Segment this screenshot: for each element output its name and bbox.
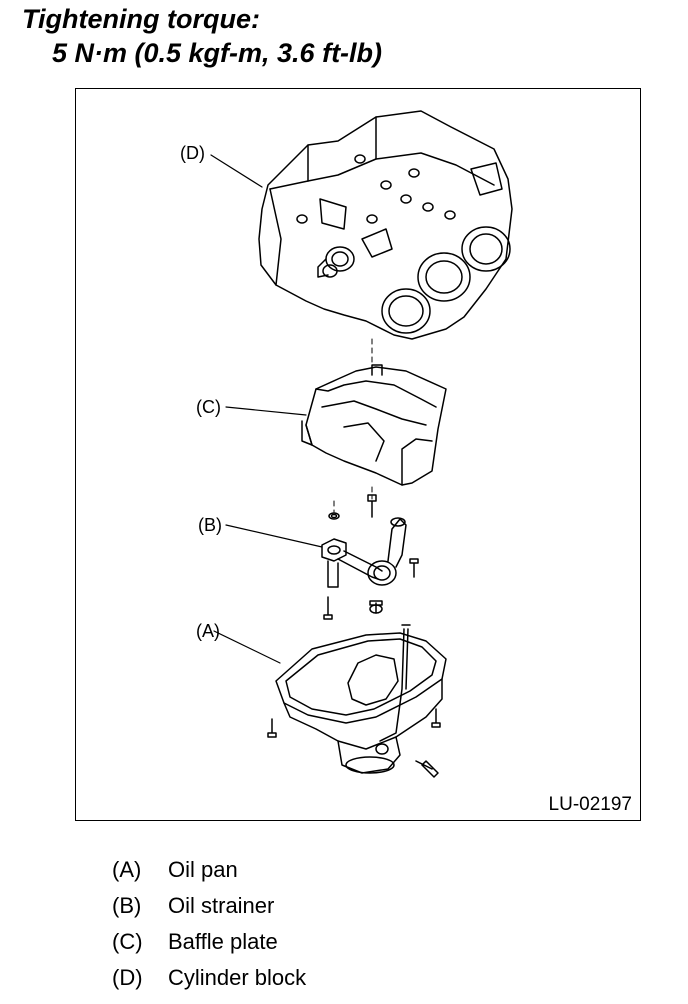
legend-item: (A) Oil pan (112, 852, 306, 888)
callout-a: (A) (196, 621, 220, 641)
legend-code: (A) (112, 857, 142, 882)
callout-c: (C) (196, 397, 221, 417)
legend-code: (D) (112, 965, 143, 990)
legend-label: Oil pan (168, 857, 238, 882)
parts-legend: (A) Oil pan (B) Oil strainer (C) Baffle … (112, 852, 306, 996)
figure-id: LU-02197 (548, 794, 632, 815)
legend-label: Cylinder block (168, 965, 307, 990)
baffle-plate-drawing (301, 364, 447, 486)
oil-strainer-drawing (321, 494, 419, 620)
callout-b: (B) (198, 515, 222, 535)
callout-leaders (210, 154, 323, 664)
torque-value: 5 N·m (0.5 kgf-m, 3.6 ft-lb) (52, 38, 383, 68)
legend-item: (D) Cylinder block (112, 960, 306, 996)
tightening-torque-spec: Tightening torque: 5 N·m (0.5 kgf-m, 3.6… (22, 2, 382, 70)
legend-code: (C) (112, 929, 143, 954)
legend-label: Oil strainer (168, 893, 275, 918)
legend-item: (B) Oil strainer (112, 888, 306, 924)
cylinder-block-drawing (258, 110, 513, 340)
legend-code: (B) (112, 893, 142, 918)
callout-d: (D) (180, 143, 205, 163)
legend-item: (C) Baffle plate (112, 924, 306, 960)
exploded-view-figure: (D) (C) (B) (A) LU-02197 (75, 88, 641, 821)
oil-pan-drawing (267, 600, 447, 778)
exploded-view-drawing: (D) (C) (B) (A) (180, 110, 513, 778)
assembly-guide-lines (333, 338, 373, 513)
torque-heading: Tightening torque: (22, 4, 260, 34)
legend-label: Baffle plate (168, 929, 278, 954)
